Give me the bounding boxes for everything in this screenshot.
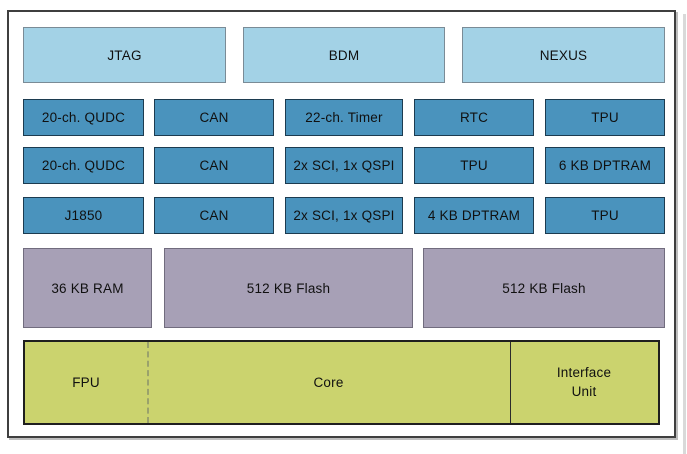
page-edge-line: [683, 14, 686, 454]
block-core-unit: FPU Core Interface Unit: [23, 340, 660, 425]
block-tpu-row2: TPU: [414, 147, 534, 184]
block-tpu-row1: TPU: [545, 99, 665, 136]
block-flash-1: 512 KB Flash: [164, 248, 413, 328]
block-dptram-6kb-row2: 6 KB DPTRAM: [545, 147, 665, 184]
block-fpu: FPU: [72, 375, 100, 390]
block-sci-qspi-row3: 2x SCI, 1x QSPI: [285, 197, 403, 234]
block-flash-2: 512 KB Flash: [423, 248, 665, 328]
block-dptram-4kb-row3: 4 KB DPTRAM: [414, 197, 534, 234]
block-interface-unit: Interface Unit: [510, 342, 658, 423]
fpu-core-dashed-divider: [147, 342, 149, 423]
block-qudc-row1: 20-ch. QUDC: [23, 99, 144, 136]
block-timer-row1: 22-ch. Timer: [285, 99, 403, 136]
block-can-row3: CAN: [154, 197, 274, 234]
block-bdm: BDM: [243, 27, 445, 83]
block-tpu-row3: TPU: [545, 197, 665, 234]
block-can-row2: CAN: [154, 147, 274, 184]
block-rtc-row1: RTC: [414, 99, 534, 136]
block-nexus: NEXUS: [462, 27, 665, 83]
block-j1850-row3: J1850: [23, 197, 144, 234]
diagram-frame: JTAG BDM NEXUS 20-ch. QUDC CAN 22-ch. Ti…: [7, 10, 676, 438]
block-can-row1: CAN: [154, 99, 274, 136]
interface-unit-label: Interface Unit: [556, 365, 612, 399]
block-jtag: JTAG: [23, 27, 226, 83]
block-sci-qspi-row2: 2x SCI, 1x QSPI: [285, 147, 403, 184]
block-core: Core: [313, 375, 344, 390]
block-qudc-row2: 20-ch. QUDC: [23, 147, 144, 184]
core-interface-divider: [510, 342, 511, 423]
block-ram: 36 KB RAM: [23, 248, 152, 328]
